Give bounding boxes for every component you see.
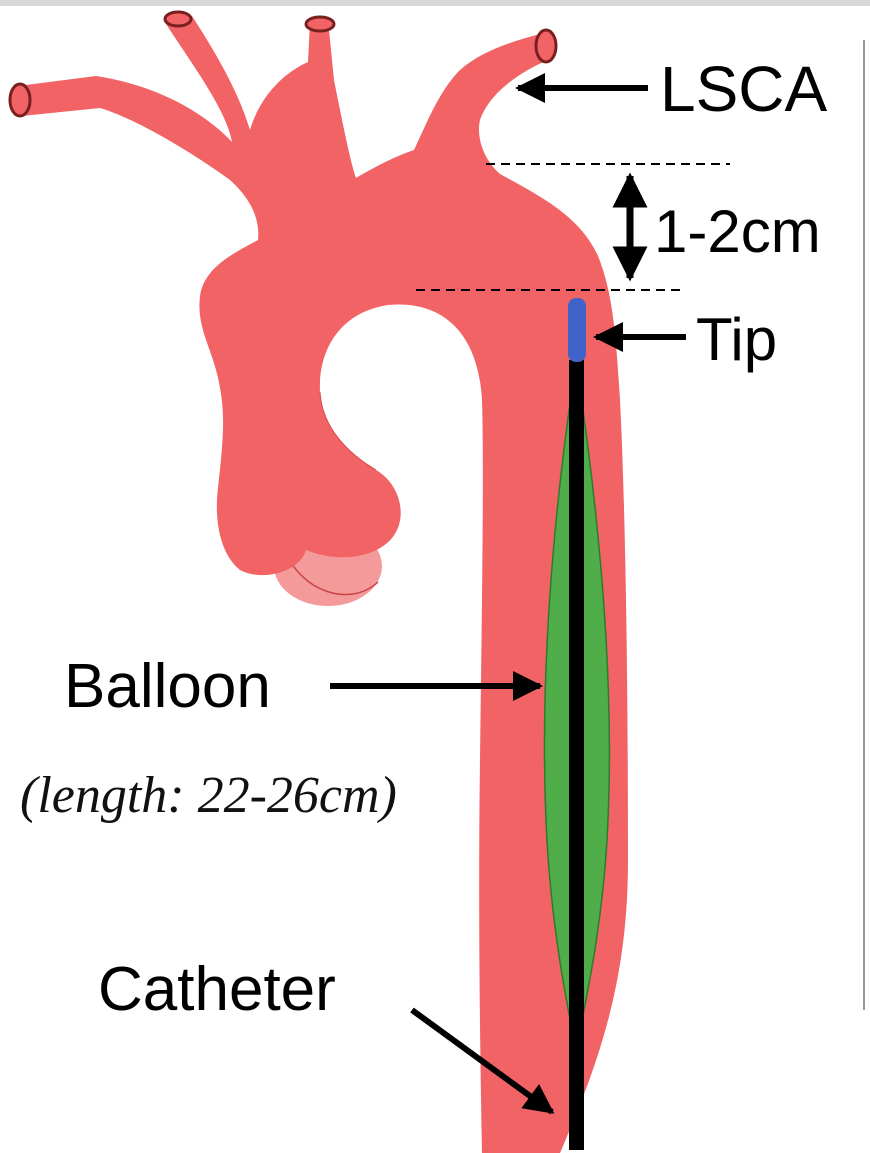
catheter-tip bbox=[568, 298, 586, 362]
vessel-opening-right-lsca bbox=[536, 30, 556, 62]
label-balloon-length: (length: 22-26cm) bbox=[20, 767, 397, 824]
label-distance: 1-2cm bbox=[654, 198, 821, 265]
catheter-shaft bbox=[569, 360, 584, 1150]
vessel-opening-left bbox=[10, 84, 30, 116]
label-catheter: Catheter bbox=[98, 955, 336, 1024]
label-balloon: Balloon bbox=[64, 652, 271, 721]
label-lsca: LSCA bbox=[660, 53, 828, 125]
vessel-opening-middle-left bbox=[165, 12, 191, 26]
label-tip: Tip bbox=[696, 306, 777, 373]
vessel-opening-middle bbox=[306, 17, 334, 31]
top-strip bbox=[0, 0, 870, 6]
